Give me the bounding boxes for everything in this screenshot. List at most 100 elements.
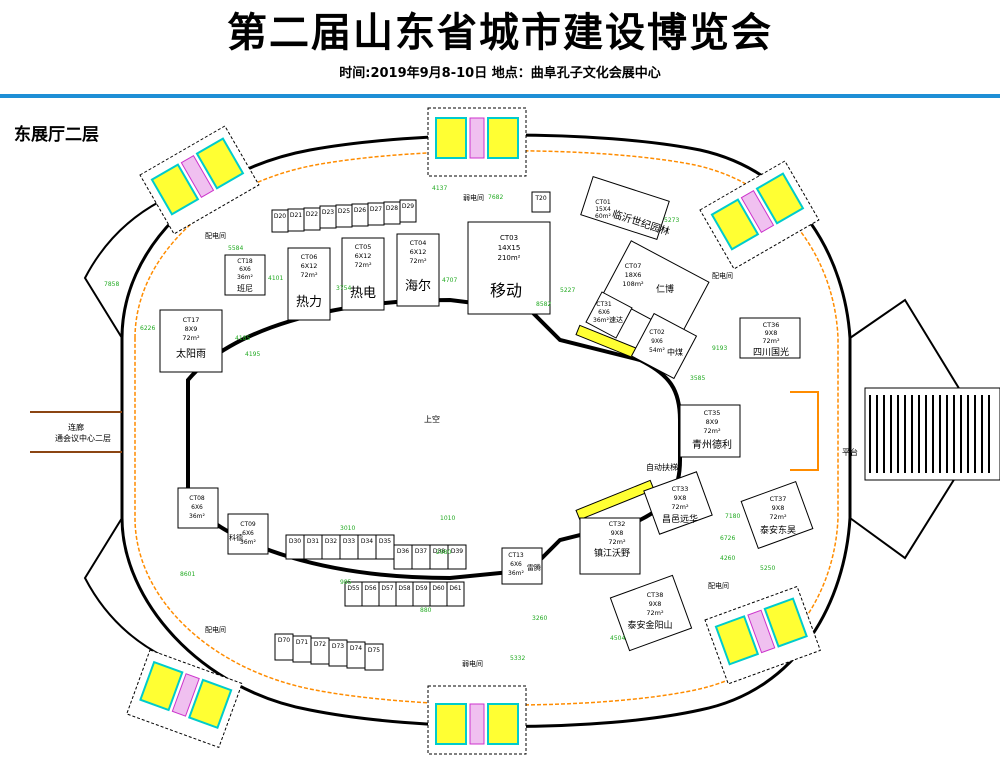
ct03-size: 14X15 bbox=[498, 244, 521, 252]
dimension-label: 4707 bbox=[442, 277, 457, 284]
dimension-label: 5273 bbox=[664, 217, 679, 224]
ct17-code: CT17 bbox=[183, 316, 200, 324]
ct01-size: 15X4 bbox=[595, 206, 611, 213]
small-booth-label: D29 bbox=[402, 203, 414, 210]
room-right-label: 配电间 bbox=[712, 271, 733, 280]
connector-label: 连廊 bbox=[68, 422, 84, 432]
small-booth-label: D57 bbox=[381, 585, 393, 592]
small-booth-label: D58 bbox=[398, 585, 410, 592]
ct17-size: 8X9 bbox=[185, 325, 198, 333]
ct09-size: 6X6 bbox=[242, 530, 254, 537]
ct09-area: 36m² bbox=[240, 539, 256, 546]
dimension-label: 880 bbox=[420, 607, 432, 614]
ct37-name: 泰安东昊 bbox=[760, 524, 796, 536]
dimension-label: 2980 bbox=[436, 549, 451, 556]
booth-ct01: CT01 15X4 60m² 临沂世纪园林 bbox=[580, 175, 672, 241]
stair-module-top-left bbox=[139, 125, 260, 235]
ct04-name: 海尔 bbox=[405, 279, 431, 294]
small-booth-label: D38 bbox=[433, 548, 445, 555]
ct07-size: 18X6 bbox=[625, 271, 642, 279]
right-staircase bbox=[864, 387, 1000, 481]
ct38-size: 9X8 bbox=[649, 600, 662, 608]
dimension-label: 5250 bbox=[760, 565, 775, 572]
ct13-size: 6X6 bbox=[510, 561, 522, 568]
ct03-name: 移动 bbox=[490, 281, 522, 300]
booth-ct05: CT05 6X12 72m² 热电 bbox=[341, 237, 385, 311]
ct36-area: 72m² bbox=[762, 337, 780, 345]
dimension-label: 1010 bbox=[440, 515, 455, 522]
small-booth-label: T20 bbox=[534, 195, 546, 202]
ct04-size: 6X12 bbox=[410, 248, 427, 256]
ct36-size: 9X8 bbox=[765, 329, 778, 337]
ct35-size: 8X9 bbox=[706, 418, 719, 426]
small-booth bbox=[531, 191, 551, 213]
ct05-size: 6X12 bbox=[355, 252, 372, 260]
booth-ct37: CT37 9X8 72m² 泰安东昊 bbox=[740, 480, 814, 550]
small-booth-label: D27 bbox=[370, 206, 382, 213]
small-booth-label: D21 bbox=[290, 212, 302, 219]
ct38-area: 72m² bbox=[646, 609, 664, 617]
dimension-label: 5584 bbox=[228, 245, 243, 252]
small-booth bbox=[447, 544, 467, 570]
small-booth-label: D56 bbox=[364, 585, 376, 592]
booth-ct08: CT08 6X6 36m² bbox=[177, 487, 219, 529]
ct37-size: 9X8 bbox=[772, 504, 785, 512]
ct18-area: 36m² bbox=[237, 274, 253, 281]
ct31-area: 36m² bbox=[593, 317, 609, 324]
ct37-area: 72m² bbox=[769, 513, 787, 521]
booth-ct07: CT07 18X6 108m² 仁博 bbox=[602, 240, 710, 336]
small-booth bbox=[446, 581, 465, 607]
ct08-area: 36m² bbox=[189, 513, 205, 520]
ct32-name: 镇江沃野 bbox=[594, 547, 630, 559]
room-top-label: 弱电间 bbox=[463, 193, 484, 202]
small-booth-label: D33 bbox=[343, 538, 355, 545]
booth-ct09: CT09 6X6 36m² 科德 bbox=[227, 513, 269, 555]
ct06-code: CT06 bbox=[301, 253, 318, 261]
stair-module-bottom-right bbox=[704, 585, 821, 685]
dimension-label: 8601 bbox=[180, 571, 195, 578]
small-booth-label: D59 bbox=[415, 585, 427, 592]
escalator-bottom bbox=[575, 479, 655, 521]
ct17-name: 太阳雨 bbox=[176, 347, 206, 360]
booth-ct18: CT18 6X6 36m² 班尼 bbox=[224, 254, 266, 296]
ct38-name: 泰安金阳山 bbox=[627, 619, 672, 631]
small-booth-label: D70 bbox=[278, 637, 290, 644]
ct37-code: CT37 bbox=[770, 495, 787, 503]
stair-module-bottom bbox=[427, 685, 527, 755]
ct13-name: 雷腾 bbox=[527, 563, 541, 572]
ct06-area: 72m² bbox=[300, 271, 318, 279]
ct18-code: CT18 bbox=[237, 258, 253, 265]
small-booth-label: D23 bbox=[322, 209, 334, 216]
dimension-label: 8582 bbox=[536, 301, 551, 308]
small-booth-label: D61 bbox=[449, 585, 461, 592]
small-booth-label: D22 bbox=[306, 211, 318, 218]
ct03-area: 210m² bbox=[498, 254, 521, 262]
ct08-size: 6X6 bbox=[191, 504, 203, 511]
small-booth-label: D34 bbox=[361, 538, 373, 545]
atrium-label: 上空 bbox=[424, 414, 440, 424]
small-booth-label: D55 bbox=[347, 585, 359, 592]
ct35-code: CT35 bbox=[704, 409, 721, 417]
header-divider bbox=[0, 94, 1000, 98]
small-booth-label: D39 bbox=[451, 548, 463, 555]
small-booth-label: D36 bbox=[397, 548, 409, 555]
booth-ct03: CT03 14X15 210m² 移动 bbox=[467, 221, 551, 315]
dimension-label: 5332 bbox=[510, 655, 525, 662]
small-booth-label: D37 bbox=[415, 548, 427, 555]
event-time-location: 时间:2019年9月8-10日 地点：曲阜孔子文化会展中心 bbox=[339, 66, 661, 81]
dimension-label: 3260 bbox=[532, 615, 547, 622]
small-booth-label: D32 bbox=[325, 538, 337, 545]
ct03-code: CT03 bbox=[500, 234, 518, 242]
ct02-area: 54m² bbox=[649, 347, 665, 354]
booth-ct13: CT13 6X6 36m² 雷腾 bbox=[501, 547, 543, 585]
dimension-label: 3754 bbox=[336, 285, 351, 292]
small-booth bbox=[399, 199, 417, 223]
connector-sub: 通会议中心二层 bbox=[55, 433, 111, 443]
ct17-area: 72m² bbox=[182, 334, 200, 342]
ct33-code: CT33 bbox=[672, 485, 689, 493]
booth-ct36: CT36 9X8 72m² 四川国光 bbox=[739, 317, 801, 359]
